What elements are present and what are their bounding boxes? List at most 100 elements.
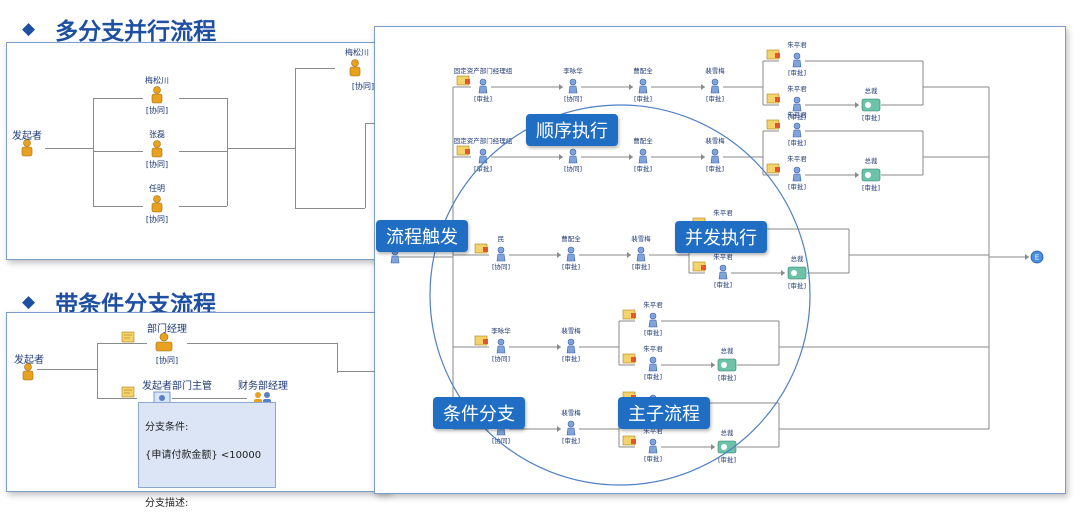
user-icon [711,78,719,86]
parallel-flow-panel: 发起者 梅松川 [协同] 张磊 [协同] 任明 [协同] 梅松川 [协同] [6,42,390,260]
branch-name-label: 朱平君 [787,40,807,49]
note-flag-icon [775,53,780,58]
final-name-label: 总裁 [865,156,879,165]
user-icon [793,166,801,174]
node-name-label: 曹配全 [633,136,653,145]
user-icon-body [568,155,578,164]
user-icon-body [648,363,658,372]
final-role-label: [审批] [718,455,736,464]
note-flag-icon [701,265,706,270]
arrow-head-icon [711,444,715,450]
user-icon-body [710,85,720,94]
user-icon-body [638,155,648,164]
arrow-head-icon [1025,254,1029,260]
user-icon [569,78,577,86]
node-a-name: 部门经理 [147,324,187,335]
node-name-label: 李咏华 [563,66,583,75]
node-c-name: 财务部经理 [238,381,288,392]
condition-description-label: 分支描述: [145,498,189,509]
user-icon-body [496,427,506,436]
arrow-head-icon [781,270,785,276]
final-name-label: 总裁 [865,86,879,95]
node-name-label: 固定资产部门经理组 [454,136,513,145]
user-icon [649,356,657,364]
final-approver-icon-dot [791,270,797,276]
node-name-label: 民 [498,235,505,243]
user-icon [649,438,657,446]
user-icon-body [496,253,506,262]
note-flag-icon [631,313,636,318]
user-icon [479,78,487,86]
user-icon [567,246,575,254]
manager-group-icon [155,332,173,352]
user-icon [497,246,505,254]
branch-name-label: 朱平君 [713,252,733,261]
final-name-label: 总裁 [721,428,735,437]
branch-name-label: 朱平君 [787,154,807,163]
user-icon [719,264,727,272]
user-icon-body [566,253,576,262]
node-role-label: [协同] [564,94,582,103]
user-icon [649,312,657,320]
arrow-head-icon [559,154,563,160]
arrow-head-icon [557,252,561,258]
branch-role-label: [审批] [644,372,662,381]
arrow-head-icon [701,84,705,90]
node-name-label: 李咏华 [491,326,511,335]
user-icon-body [566,345,576,354]
node-role-label: [协同] [492,262,510,271]
note-flag-icon [483,339,488,344]
user-icon [711,148,719,156]
branch-role-label: [审批] [788,182,806,191]
note-flag-icon [483,247,488,252]
pill-parallel: 并发执行 [675,221,767,253]
user-icon-body [478,85,488,94]
user-icon-body [792,129,802,138]
note-flag-icon [775,123,780,128]
user-icon-body [710,155,720,164]
condition-note-icon [121,331,135,343]
user-icon-body [792,103,802,112]
final-role-label: [审批] [862,113,880,122]
note-flag-icon [465,149,470,154]
node-role-label: [审批] [474,94,492,103]
final-role-label: [审批] [718,373,736,382]
user-icon-body [792,173,802,182]
arrow-head-icon [855,102,859,108]
branch-name-label: 朱平君 [643,344,663,353]
node-name-label: 裴雪梅 [561,408,581,417]
pill-trigger: 流程触发 [376,220,468,252]
node-role-label: [审批] [562,354,580,363]
final-approver-icon-dot [721,444,727,450]
user-icon-body [638,85,648,94]
node-role-label: [协同] [492,436,510,445]
user-icon [639,78,647,86]
condition-spacer [145,477,269,483]
user-icon [639,148,647,156]
final-name-label: 总裁 [791,254,805,263]
branch-1-name: 梅松川 [145,76,169,85]
branch-2-role: [协同] [145,160,169,169]
note-flag-icon [465,79,470,84]
node-name-label: 曹配全 [633,66,653,75]
pill-subflow: 主子流程 [618,397,710,429]
arrow-head-icon [629,154,633,160]
branch-1-role: [协同] [145,106,169,115]
user-icon [793,52,801,60]
note-flag-icon [775,97,780,102]
user-icon-body [568,85,578,94]
arrow-head-icon [711,362,715,368]
branch-3-role: [协同] [145,215,169,224]
final-role-label: [审批] [788,281,806,290]
user-icon [479,148,487,156]
node-role-label: [审批] [632,262,650,271]
branch-name-label: 朱平君 [643,426,663,435]
user-icon [567,420,575,428]
branch-role-label: [审批] [644,328,662,337]
final-name-label: 总裁 [721,346,735,355]
pill-sequential: 顺序执行 [526,114,618,146]
branch-role-label: [审批] [714,280,732,289]
end-node-icon [1030,250,1044,264]
branch-name-label: 朱平君 [787,84,807,93]
branch-2-name: 张磊 [149,130,165,139]
